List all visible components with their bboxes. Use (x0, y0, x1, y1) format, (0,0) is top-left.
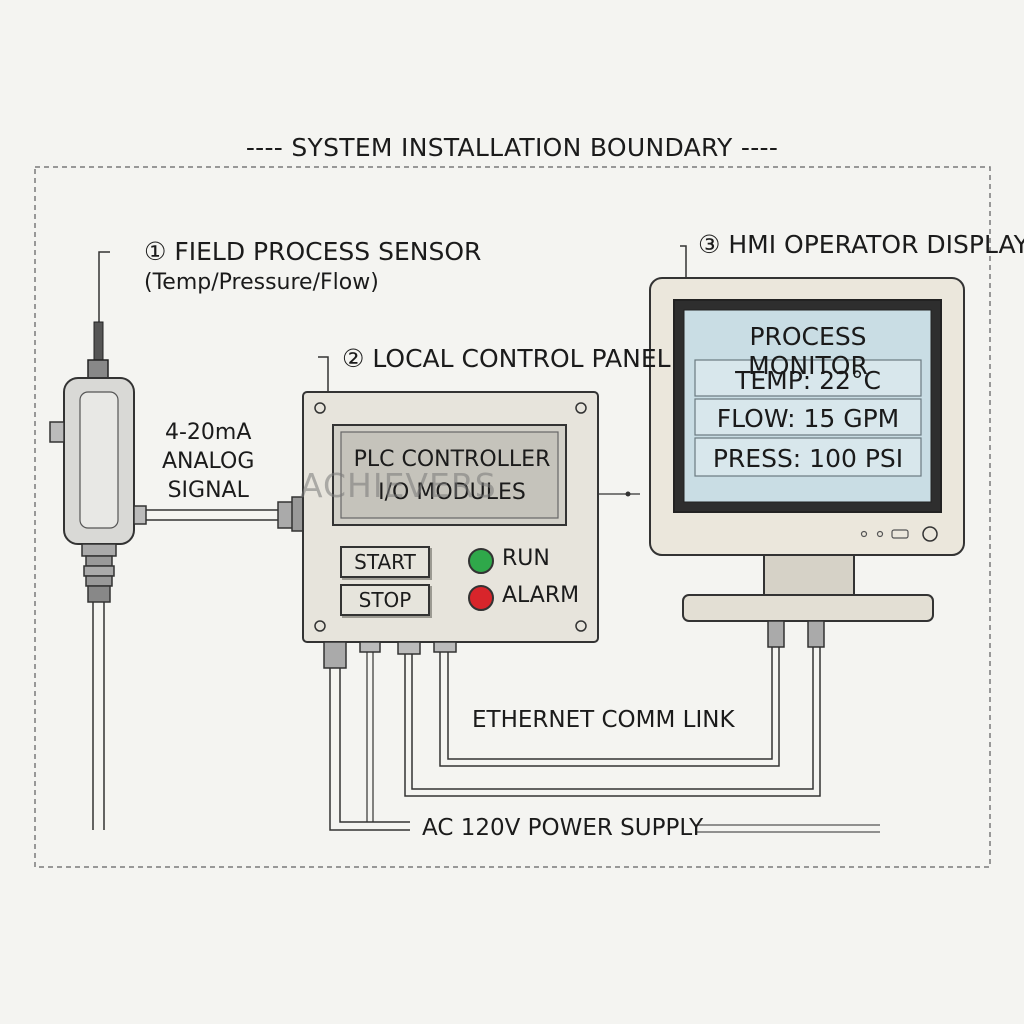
hmi-row-temp: TEMP: 22°C (735, 366, 881, 395)
installation-boundary (34, 166, 991, 868)
control-panel-box (302, 391, 599, 643)
sensor-subtitle: (Temp/Pressure/Flow) (144, 270, 379, 295)
analog-signal-line-1: 4-20mA (164, 420, 252, 445)
run-indicator-light (468, 548, 494, 574)
hmi-leader-line (680, 245, 687, 290)
analog-signal-cable (133, 496, 305, 532)
hmi-monitor (649, 277, 965, 648)
start-button[interactable]: START (340, 546, 430, 578)
power-supply-label: AC 120V POWER SUPPLY (422, 815, 704, 841)
panel-connectors (323, 641, 457, 669)
analog-signal-line-3: SIGNAL (167, 478, 249, 503)
stop-button[interactable]: STOP (340, 584, 430, 616)
panel-leader-line (318, 356, 329, 392)
watermark: ACHIEVERS (300, 466, 497, 505)
power-cable (329, 652, 880, 833)
field-sensor-device (49, 321, 135, 830)
alarm-label: ALARM (502, 583, 580, 608)
sensor-title: ① FIELD PROCESS SENSOR (144, 237, 482, 266)
ethernet-link-label: ETHERNET COMM LINK (472, 707, 735, 733)
hmi-screen-title: PROCESS MONITOR (748, 322, 868, 380)
panel-to-hmi-link (598, 491, 640, 497)
alarm-indicator-light (468, 585, 494, 611)
analog-signal-label: 4-20mA ANALOG SIGNAL (162, 418, 254, 505)
ethernet-link-cable (404, 646, 821, 797)
plc-display-line-1: PLC CONTROLLER (353, 447, 551, 472)
boundary-label: ---- SYSTEM INSTALLATION BOUNDARY ---- (245, 133, 779, 162)
hmi-title: ③ HMI OPERATOR DISPLAY (698, 230, 1024, 259)
sensor-leader-line (98, 251, 110, 322)
run-label: RUN (502, 546, 550, 571)
panel-title: ② LOCAL CONTROL PANEL (342, 344, 671, 373)
hmi-row-press: PRESS: 100 PSI (712, 444, 904, 473)
analog-signal-line-2: ANALOG (162, 449, 255, 474)
plc-display-line-2: I/O MODULES (378, 480, 526, 505)
hmi-row-flow: FLOW: 15 GPM (716, 404, 900, 433)
